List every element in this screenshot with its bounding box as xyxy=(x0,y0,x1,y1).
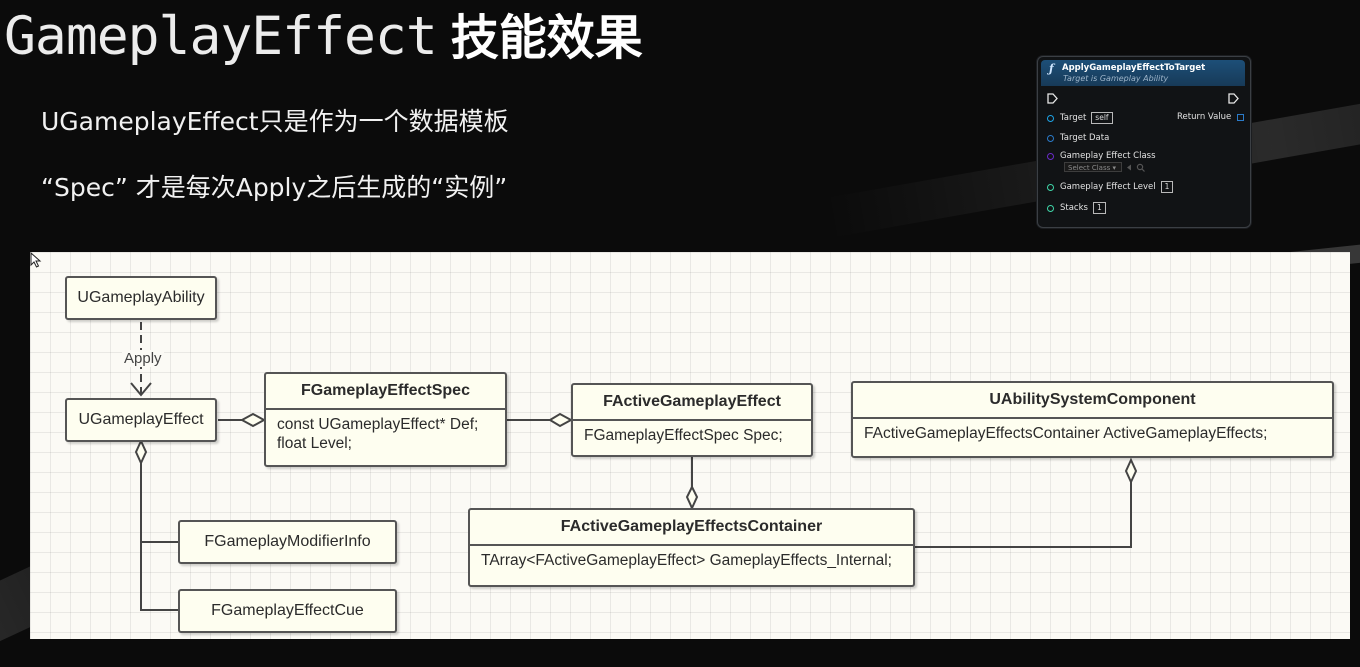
browse-arrow-icon[interactable] xyxy=(1126,163,1146,172)
function-icon: ƒ xyxy=(1049,62,1054,75)
field: FActiveGameplayEffectsContainer ActiveGa… xyxy=(864,425,1268,442)
class-fgameplayeffectspec[interactable]: FGameplayEffectSpec const UGameplayEffec… xyxy=(264,372,507,467)
struct-pin-icon[interactable] xyxy=(1047,134,1054,142)
aggregation-diamond xyxy=(548,412,574,428)
slide-title: GameplayEffect 技能效果 xyxy=(4,0,643,68)
pin-target-data-label: Target Data xyxy=(1060,133,1110,143)
class-name: UGameplayAbility xyxy=(77,289,205,306)
pin-stacks-default[interactable]: 1 xyxy=(1092,202,1106,214)
class-factivegameplayeffect[interactable]: FActiveGameplayEffect FGameplayEffectSpe… xyxy=(571,383,813,457)
apply-arrowhead xyxy=(130,382,152,397)
class-name: FActiveGameplayEffectsContainer xyxy=(470,510,913,546)
pin-stacks-label: Stacks xyxy=(1060,203,1088,213)
uml-diagram: Apply UGameplayAbility UGameplayEffect F… xyxy=(30,252,1350,639)
relationship-lines xyxy=(130,322,1138,611)
class-name: FActiveGameplayEffect xyxy=(573,385,811,421)
aggregation-diamond xyxy=(239,412,267,428)
class-pin-icon[interactable] xyxy=(1047,152,1054,160)
field: const UGameplayEffect* Def; xyxy=(277,416,479,433)
pin-effect-level-label: Gameplay Effect Level xyxy=(1060,182,1156,192)
field: TArray<FActiveGameplayEffect> GameplayEf… xyxy=(481,552,892,569)
class-name: UAbilitySystemComponent xyxy=(853,383,1332,419)
pin-target-default[interactable]: self xyxy=(1091,112,1113,124)
bullet-line-1: UGameplayEffect只是作为一个数据模板 xyxy=(41,107,509,136)
title-english: GameplayEffect xyxy=(4,6,438,67)
blueprint-node[interactable]: ƒ ApplyGameplayEffectToTarget Target is … xyxy=(1037,56,1251,228)
aggregation-diamond xyxy=(1124,457,1138,485)
pin-stacks[interactable]: Stacks 1 xyxy=(1047,201,1106,215)
class-fields: FGameplayEffectSpec Spec; xyxy=(573,421,811,450)
class-select-dropdown[interactable]: Select Class ▾ xyxy=(1064,162,1122,172)
pin-return-value[interactable]: Return Value xyxy=(1177,110,1245,124)
class-name: FGameplayModifierInfo xyxy=(204,533,371,550)
exec-out-pin-icon[interactable] xyxy=(1228,93,1239,104)
class-fields: FActiveGameplayEffectsContainer ActiveGa… xyxy=(853,419,1332,448)
pin-effect-level[interactable]: Gameplay Effect Level 1 xyxy=(1047,180,1174,194)
field: FGameplayEffectSpec Spec; xyxy=(584,427,783,444)
pin-effect-class[interactable]: Gameplay Effect Class xyxy=(1047,149,1156,163)
aggregation-diamond xyxy=(685,484,699,511)
container-asc-line xyxy=(915,482,1132,548)
pin-return-value-label: Return Value xyxy=(1177,112,1232,122)
pin-effect-class-label: Gameplay Effect Class xyxy=(1060,151,1156,161)
class-fgameplayeffectcue[interactable]: FGameplayEffectCue xyxy=(178,589,397,633)
pin-target-label: Target xyxy=(1060,113,1087,123)
class-fields: TArray<FActiveGameplayEffect> GameplayEf… xyxy=(470,546,913,575)
exec-in-pin-icon[interactable] xyxy=(1047,93,1058,104)
aggregation-diamond xyxy=(134,438,148,466)
class-fields: const UGameplayEffect* Def; float Level; xyxy=(266,410,505,458)
field: float Level; xyxy=(277,435,352,452)
class-ugameplayeffect[interactable]: UGameplayEffect xyxy=(65,398,217,442)
apply-label: Apply xyxy=(122,350,164,367)
effect-children-line xyxy=(140,463,178,611)
bullet-line-2: “Spec” 才是每次Apply之后生成的“实例” xyxy=(41,173,508,202)
blueprint-node-subtitle: Target is Gameplay Ability xyxy=(1063,74,1169,83)
int-pin-icon[interactable] xyxy=(1047,204,1054,212)
class-name: UGameplayEffect xyxy=(78,411,204,428)
blueprint-node-title: ApplyGameplayEffectToTarget xyxy=(1062,63,1206,73)
pin-target[interactable]: Target self xyxy=(1047,111,1113,125)
class-uabilitysystemcomponent[interactable]: UAbilitySystemComponent FActiveGameplayE… xyxy=(851,381,1334,458)
struct-pin-icon[interactable] xyxy=(1237,113,1245,121)
class-ugameplayability[interactable]: UGameplayAbility xyxy=(65,276,217,320)
title-chinese: 技能效果 xyxy=(450,10,643,66)
blueprint-node-header[interactable]: ƒ ApplyGameplayEffectToTarget Target is … xyxy=(1041,60,1245,86)
int-pin-icon[interactable] xyxy=(1047,183,1054,191)
pin-target-data[interactable]: Target Data xyxy=(1047,131,1109,145)
class-name: FGameplayEffectSpec xyxy=(266,374,505,410)
class-factivegameplayeffectscontainer[interactable]: FActiveGameplayEffectsContainer TArray<F… xyxy=(468,508,915,587)
pin-effect-level-default[interactable]: 1 xyxy=(1160,181,1174,193)
class-fgameplaymodifierinfo[interactable]: FGameplayModifierInfo xyxy=(178,520,397,564)
class-name: FGameplayEffectCue xyxy=(211,602,364,619)
mouse-cursor-icon xyxy=(30,252,42,268)
object-pin-icon[interactable] xyxy=(1047,114,1054,122)
